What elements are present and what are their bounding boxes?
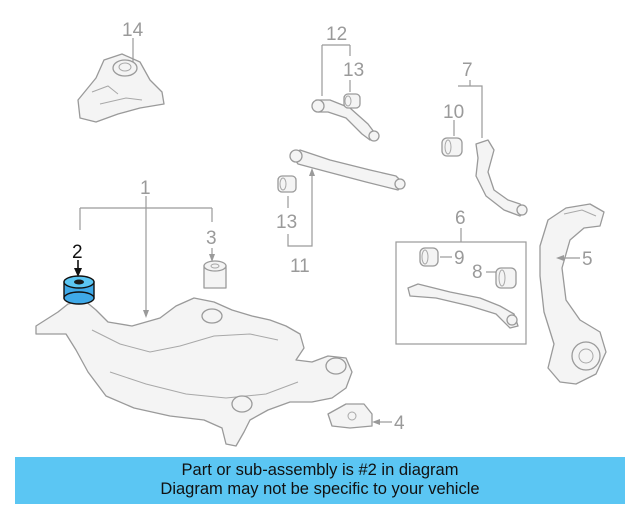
callout-2-label: 2 (72, 242, 83, 263)
part-7-control-arm[interactable] (475, 139, 528, 217)
callout-13b-label: 13 (276, 212, 297, 233)
part-11-control-arm[interactable] (289, 149, 406, 191)
part-1-subframe[interactable] (35, 297, 353, 447)
callout-7-label: 7 (462, 60, 473, 81)
part-13-bushing-lower[interactable] (277, 175, 297, 193)
callout-6-label: 6 (455, 208, 466, 229)
part-12-upper-arm[interactable] (311, 99, 380, 142)
part-3-bushing[interactable] (203, 260, 227, 289)
callout-13a-label: 13 (343, 60, 364, 81)
callout-3-label: 3 (206, 228, 217, 249)
callout-8-label: 8 (472, 262, 483, 283)
part-8-bushing[interactable] (495, 267, 517, 289)
parts-diagram: 14 12 13 13 11 7 10 6 (35, 20, 607, 447)
part-10-bushing[interactable] (441, 137, 463, 157)
callout-12-label: 12 (326, 24, 347, 45)
callout-5-label: 5 (582, 249, 593, 270)
callout-14-label: 14 (122, 20, 144, 41)
callout-1-label: 1 (140, 178, 151, 199)
callout-9-label: 9 (454, 248, 465, 269)
callout-10-label: 10 (443, 102, 464, 123)
part-5-knuckle[interactable] (539, 203, 607, 385)
part-9-bushing[interactable] (419, 247, 439, 267)
part-2-bushing-highlighted[interactable] (63, 275, 95, 305)
part-13-bushing-upper[interactable] (343, 93, 361, 109)
part-14-mount[interactable] (77, 53, 165, 123)
caption-line-2: Diagram may not be specific to your vehi… (160, 480, 480, 498)
callout-4-label: 4 (394, 413, 405, 434)
callout-11-label: 11 (290, 256, 310, 277)
part-6-control-arm[interactable] (407, 283, 519, 329)
caption-banner: Part or sub-assembly is #2 in diagram Di… (15, 457, 625, 504)
part-4-bracket[interactable] (327, 403, 373, 429)
caption-line-1: Part or sub-assembly is #2 in diagram (181, 461, 459, 479)
